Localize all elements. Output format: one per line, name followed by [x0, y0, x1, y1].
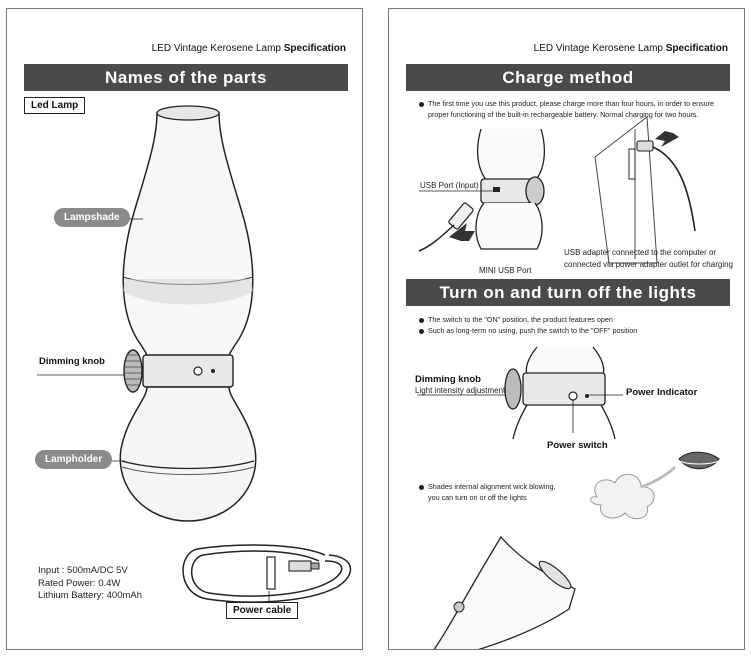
bullet-icon [419, 484, 424, 490]
power-indicator-label: Power Indicator [626, 387, 698, 398]
dimming-knob-label: Dimming knob [415, 374, 481, 385]
spec-input: Input : 500mA/DC 5V [38, 565, 128, 576]
blow-note: Shades internal alignment wick blowing, … [419, 481, 555, 503]
led-lamp-label: Led Lamp [24, 97, 86, 114]
switch-illustration [417, 346, 720, 649]
section-band-switch: Turn on and turn off the lights [406, 279, 730, 306]
spec-list: Input : 500mA/DC 5V Rated Power: 0.4W Li… [38, 565, 142, 603]
spec-battery: Lithium Battery: 400mAh [38, 590, 143, 601]
page-header: LED Vintage Kerosene Lamp Specification [534, 43, 728, 54]
usb-port-label: USB Port (Input) [420, 181, 479, 190]
charge-note: The first time you use this product, ple… [419, 98, 714, 120]
left-page: LED Vintage Kerosene Lamp Specification … [6, 8, 363, 650]
lampholder-callout: Lampholder [35, 450, 113, 469]
charge-illustration [418, 116, 696, 264]
header-title: LED Vintage Kerosene Lamp [533, 43, 663, 54]
lampshade-callout: Lampshade [54, 208, 130, 227]
lamp-illustration [37, 105, 352, 612]
adapter-note: USB adapter connected to the computer or… [564, 248, 733, 269]
power-cable-label: Power cable [226, 602, 299, 619]
header-suffix: Specification [665, 43, 728, 54]
section-band-charge: Charge method [406, 64, 730, 91]
switch-notes: The switch to the "ON" position, the pro… [419, 314, 637, 336]
spec-rated-power: Rated Power: 0.4W [38, 577, 121, 589]
mini-usb-label: MINI USB Port [479, 266, 532, 275]
header-suffix: Specification [283, 43, 346, 54]
bullet-icon [419, 317, 424, 323]
page-header: LED Vintage Kerosene Lamp Specification [152, 43, 346, 54]
bullet-icon [419, 101, 424, 107]
section-band-parts: Names of the parts [24, 64, 348, 91]
power-switch-label: Power switch [547, 440, 608, 451]
header-title: LED Vintage Kerosene Lamp [151, 43, 281, 54]
bullet-icon [419, 328, 424, 334]
right-page: LED Vintage Kerosene Lamp Specification … [388, 8, 745, 650]
light-intensity-label: Light intensity adjustment [415, 386, 506, 395]
dimming-knob-label: Dimming knob [39, 356, 105, 367]
